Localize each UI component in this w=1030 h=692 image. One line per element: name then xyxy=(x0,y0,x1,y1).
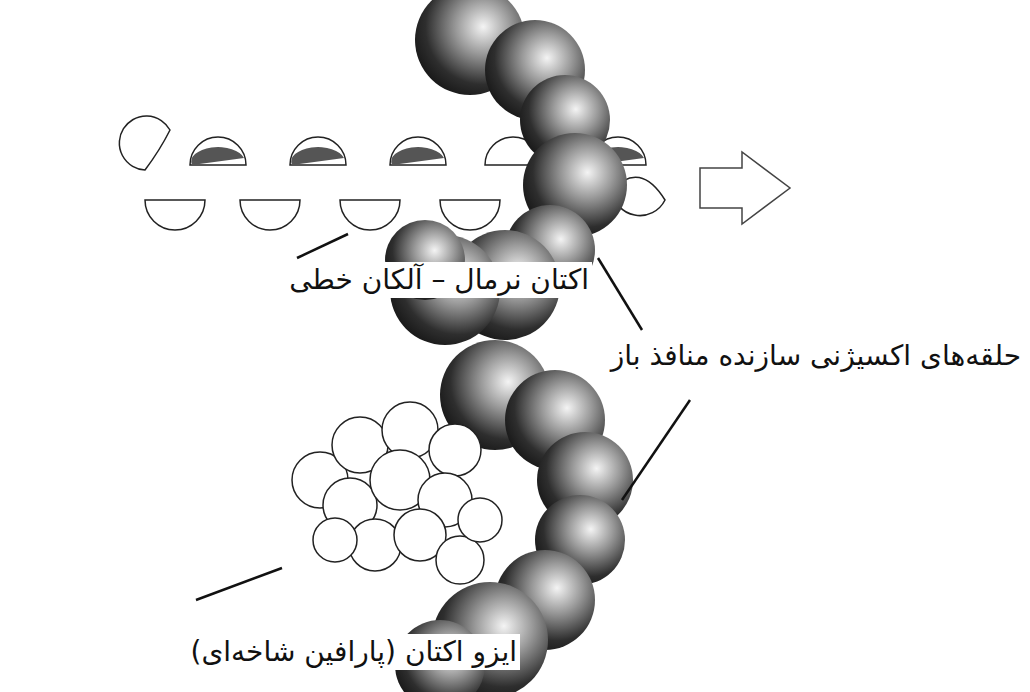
iso-octane-label: ایزو اکتان (پارافین شاخه‌ای) xyxy=(187,634,520,670)
oxygen-ring-label: حلقه‌های اکسیژنی سازنده منافذ باز xyxy=(608,338,1024,374)
oxygen-ring-top-front xyxy=(385,75,627,345)
direction-arrow xyxy=(700,152,790,224)
n-octane-label: اکتان نرمال – آلکان خطی xyxy=(286,262,592,298)
leader-lines xyxy=(196,234,690,600)
iso-octane-cluster xyxy=(292,402,502,584)
